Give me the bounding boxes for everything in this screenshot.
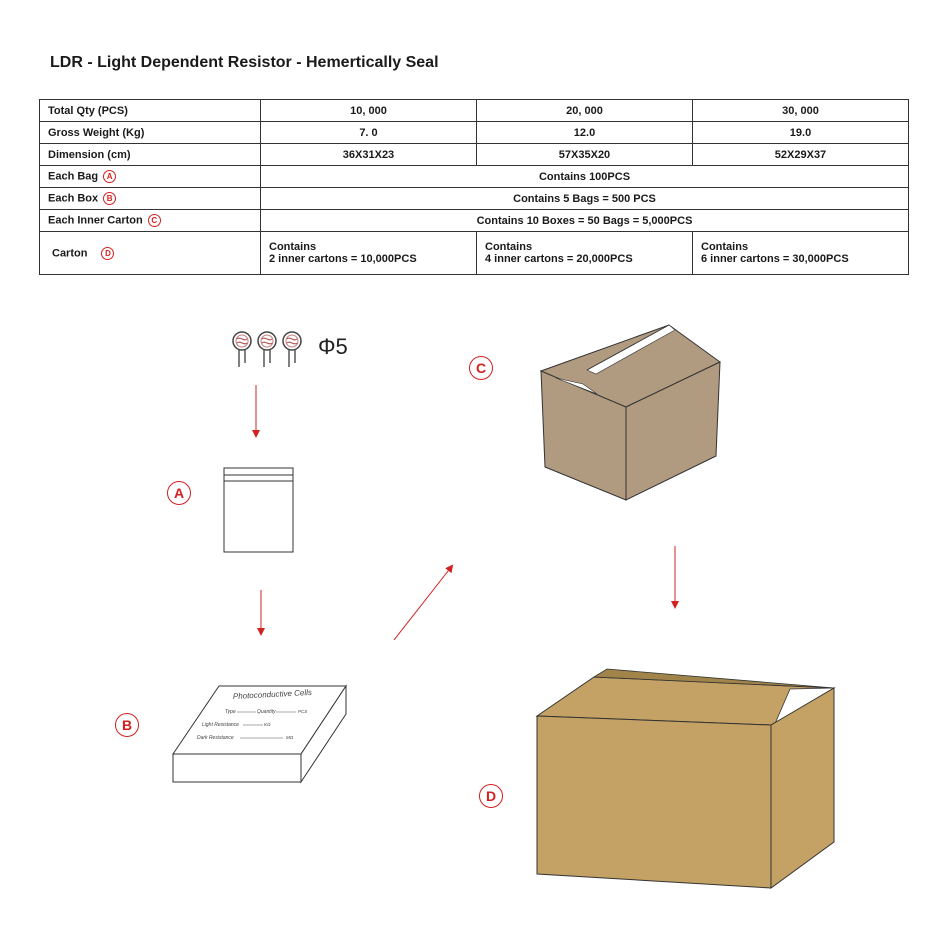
- diameter-label: Φ5: [318, 334, 348, 359]
- badge-a: A: [103, 170, 117, 183]
- label-a: A: [167, 481, 191, 505]
- box-label-pcs: PCS: [298, 709, 307, 714]
- row-label: Each Box B: [39, 187, 261, 210]
- carton-line1: Contains: [485, 241, 533, 253]
- carton-icon: [535, 668, 836, 889]
- table-cell: Contains 6 inner cartons = 30,000PCS: [692, 231, 909, 275]
- box-label-title: Photoconductive Cells: [233, 688, 313, 701]
- each-inner-label: Each Inner Carton: [48, 214, 143, 227]
- carton-line1: Contains: [269, 241, 317, 253]
- box-label-mq: MΩ: [286, 735, 294, 740]
- row-label: Carton D: [39, 231, 261, 275]
- inner-carton-icon: [539, 324, 721, 501]
- table-row: Dimension (cm) 36X31X23 57X35X20 52X29X3…: [39, 143, 909, 166]
- bag-icon: [223, 467, 294, 553]
- label-b: B: [115, 713, 139, 737]
- table-cell: 7. 0: [260, 121, 477, 144]
- carton-line2: 2 inner cartons = 10,000PCS: [269, 253, 417, 265]
- box-icon: Photoconductive Cells Type Quantity PCS …: [172, 684, 347, 784]
- label-d: D: [479, 784, 503, 808]
- ldr-cell-icon: [257, 331, 277, 367]
- box-label-kq: KΩ: [264, 722, 271, 727]
- carton-line1: Contains: [701, 241, 749, 253]
- carton-line2: 6 inner cartons = 30,000PCS: [701, 253, 849, 265]
- ldr-cell-icon: [282, 331, 302, 367]
- carton-line2: 4 inner cartons = 20,000PCS: [485, 253, 633, 265]
- ldr-cell-icon: [232, 331, 252, 367]
- table-row: Total Qty (PCS) 10, 000 20, 000 30, 000: [39, 99, 909, 122]
- table-cell: 19.0: [692, 121, 909, 144]
- ldr-components-icon: [232, 331, 302, 367]
- table-cell: Contains 4 inner cartons = 20,000PCS: [476, 231, 693, 275]
- badge-b: B: [103, 192, 117, 205]
- box-label-light-resistance: Light Resistance: [202, 722, 239, 728]
- row-label: Each Inner Carton C: [39, 209, 261, 232]
- box-label-quantity: Quantity: [257, 709, 276, 715]
- spec-table: Total Qty (PCS) 10, 000 20, 000 30, 000 …: [39, 99, 909, 275]
- table-row: Each Box B Contains 5 Bags = 500 PCS: [39, 187, 909, 210]
- table-cell: Contains 5 Bags = 500 PCS: [260, 187, 909, 210]
- table-row: Carton D Contains 2 inner cartons = 10,00…: [39, 231, 909, 275]
- label-c: C: [469, 356, 493, 380]
- table-cell: Contains 2 inner cartons = 10,000PCS: [260, 231, 477, 275]
- box-label-type: Type: [225, 709, 236, 715]
- carton-label: Carton: [52, 246, 88, 259]
- arrow-box-to-inner-carton: [393, 564, 454, 641]
- page-title: LDR - Light Dependent Resistor - Hemerti…: [50, 54, 439, 71]
- each-box-label: Each Box: [48, 192, 99, 205]
- badge-d: D: [101, 246, 115, 260]
- badge-c: C: [147, 214, 161, 227]
- each-bag-label: Each Bag: [48, 170, 99, 183]
- box-label-dark-resistance: Dark Resistance: [197, 735, 234, 741]
